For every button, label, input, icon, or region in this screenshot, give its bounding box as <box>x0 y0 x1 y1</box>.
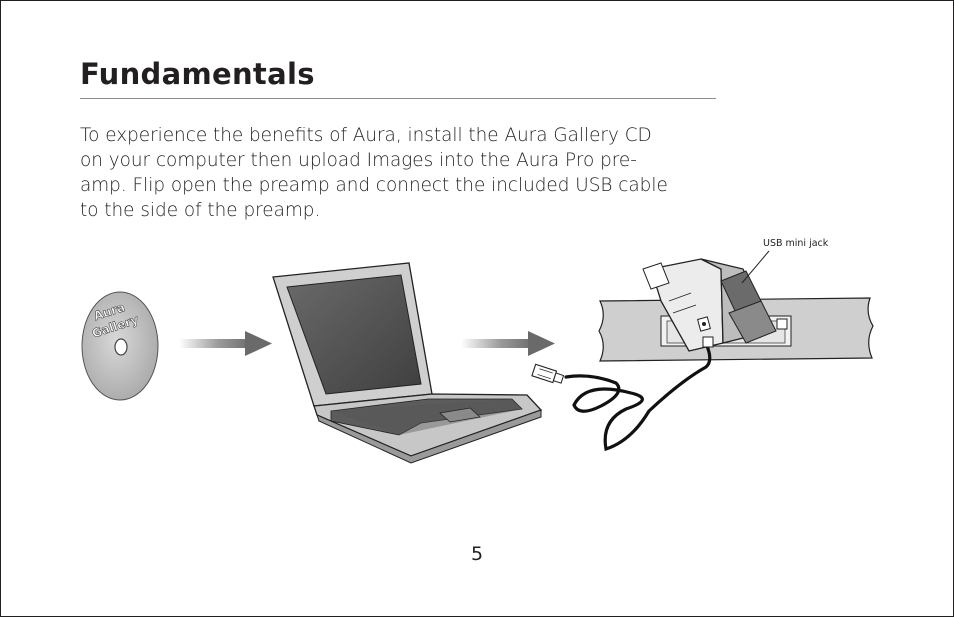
callout-label: USB mini jack <box>763 238 829 249</box>
paragraph-line: on your computer then upload Images into… <box>80 150 637 171</box>
paragraph-line: to the side of the preamp. <box>80 200 321 221</box>
usb-cable-icon <box>531 336 714 452</box>
paragraph-line: To experience the benefits of Aura, inst… <box>80 125 652 146</box>
title-divider <box>80 98 716 99</box>
page-number: 5 <box>470 543 484 565</box>
cd-disc-icon: Aura Gallery <box>81 291 159 401</box>
page-title: Fundamentals <box>80 57 315 91</box>
instruction-paragraph: To experience the benefits of Aura, inst… <box>80 123 720 223</box>
laptop-icon <box>272 262 543 464</box>
preamp-device-icon <box>642 258 788 352</box>
arrow-right-icon <box>461 331 555 356</box>
usb-jack-callout: USB mini jack <box>741 238 829 284</box>
paragraph-line: amp. Flip open the preamp and connect th… <box>80 175 668 196</box>
arrow-right-icon <box>179 331 272 356</box>
